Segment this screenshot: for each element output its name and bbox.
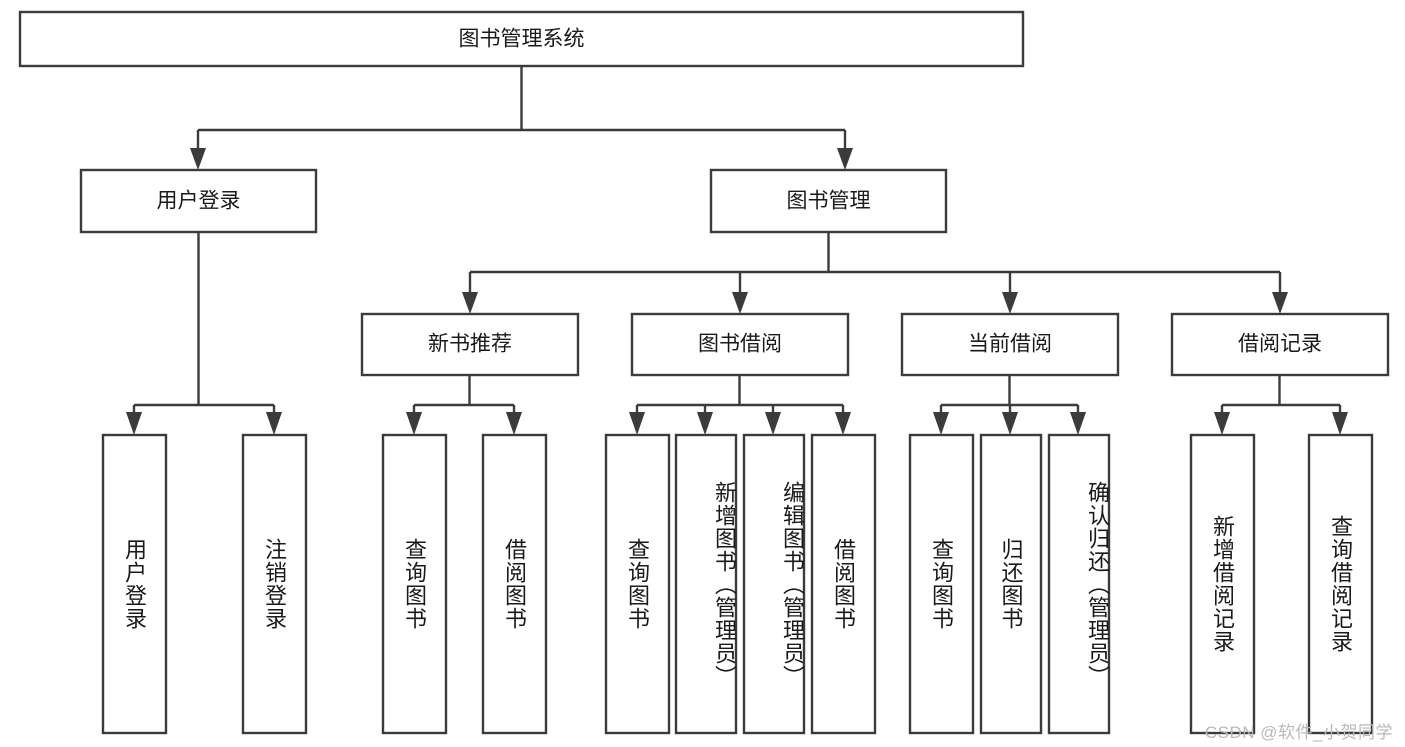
connector-group-root-to-level2 (190, 66, 853, 170)
node-book-management[interactable]: 图书管理 (709, 168, 948, 234)
node-leaf-borrow-book-2-box[interactable] (810, 433, 877, 735)
node-leaf-edit-book-box[interactable] (742, 433, 806, 735)
node-borrow-record-box[interactable] (1170, 312, 1390, 377)
node-leaf-user-login-box[interactable] (101, 433, 168, 735)
arrow-head-leaf-user-login (126, 412, 142, 435)
arrow-head-leaf-add-book (697, 412, 713, 435)
arrow-head-leaf-add-record (1214, 412, 1230, 435)
arrow-head-user-login (190, 148, 206, 170)
arrow-head-leaf-borrow-book-2 (835, 412, 851, 435)
node-leaf-add-record-box[interactable] (1189, 433, 1256, 735)
arrow-head-leaf-return-book (1002, 412, 1018, 435)
node-borrow-record[interactable]: 借阅记录 (1170, 312, 1390, 377)
arrow-head-leaf-query-book-2 (629, 412, 645, 435)
arrow-head-leaf-confirm-return (1070, 412, 1086, 435)
arrow-head-book-management (837, 148, 853, 170)
arrow-head-leaf-logout-login (266, 412, 282, 435)
arrow-head-book-borrow (732, 292, 748, 314)
node-user-login-box[interactable] (79, 168, 318, 234)
arrow-head-leaf-edit-book (765, 412, 781, 435)
connector-group-book-management-to-level3 (462, 232, 1288, 314)
arrow-head-new-book-recommend (462, 292, 478, 314)
node-book-management-label: 图书管理 (787, 190, 871, 213)
arrow-head-leaf-borrow-book-1 (506, 412, 522, 435)
connector-group-user-login-to-leaves (126, 232, 282, 435)
node-leaf-query-book-3-box[interactable] (908, 433, 975, 735)
node-new-book-recommend-box[interactable] (360, 312, 580, 377)
node-book-management-box[interactable] (709, 168, 948, 234)
node-user-login-label: 用户登录 (157, 190, 241, 213)
node-new-book-recommend-label: 新书推荐 (428, 333, 512, 356)
csdn-watermark: CSDN @软件_小贺同学 (1204, 723, 1393, 742)
node-leaf-return-book-box[interactable] (979, 433, 1043, 735)
node-current-borrow-label: 当前借阅 (968, 333, 1052, 356)
node-new-book-recommend[interactable]: 新书推荐 (360, 312, 580, 377)
node-leaf-query-record-box[interactable] (1307, 433, 1374, 735)
arrow-head-current-borrow (1002, 292, 1018, 314)
node-leaf-confirm-return-box[interactable] (1047, 433, 1111, 735)
node-leaf-logout-login-box[interactable] (241, 433, 308, 735)
node-user-login[interactable]: 用户登录 (79, 168, 318, 234)
node-root[interactable]: 图书管理系统 (18, 10, 1025, 68)
arrow-head-borrow-record (1272, 292, 1288, 314)
node-borrow-record-label: 借阅记录 (1238, 333, 1322, 356)
node-current-borrow-box[interactable] (900, 312, 1120, 377)
arrow-head-leaf-query-book-1 (406, 412, 422, 435)
connector-group-current-borrow-to-leaves (933, 375, 1086, 435)
connector-group-borrow-record-to-leaves (1214, 375, 1348, 435)
node-root-box[interactable] (18, 10, 1025, 68)
node-leaf-add-book-box[interactable] (674, 433, 738, 735)
arrow-head-leaf-query-book-3 (933, 412, 949, 435)
connector-group-book-borrow-to-leaves (629, 375, 851, 435)
node-root-label: 图书管理系统 (459, 28, 585, 51)
node-leaf-query-book-1-box[interactable] (381, 433, 448, 735)
node-book-borrow-label: 图书借阅 (698, 333, 782, 356)
node-leaf-borrow-book-1-box[interactable] (481, 433, 548, 735)
arrow-head-leaf-query-record (1332, 412, 1348, 435)
connector-group-new-book-recommend-to-leaves (406, 375, 522, 435)
node-book-borrow-box[interactable] (630, 312, 850, 377)
node-current-borrow[interactable]: 当前借阅 (900, 312, 1120, 377)
node-leaf-query-book-2-box[interactable] (604, 433, 671, 735)
node-book-borrow[interactable]: 图书借阅 (630, 312, 850, 377)
